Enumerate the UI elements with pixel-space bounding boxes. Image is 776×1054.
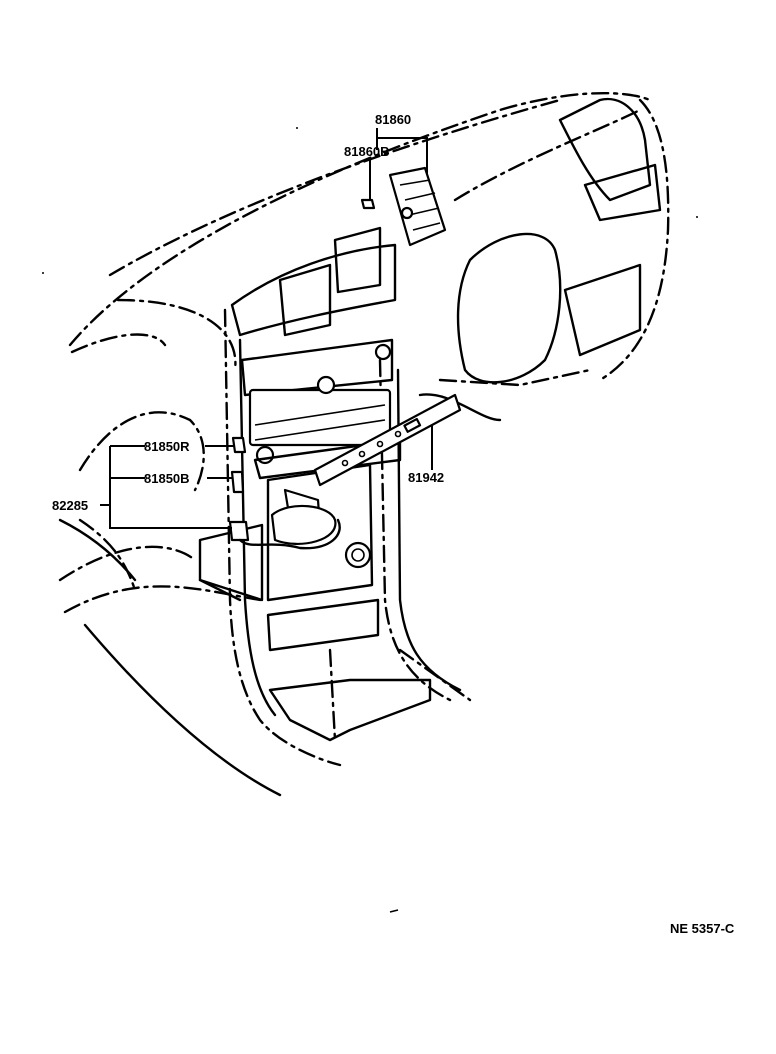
label-81860: 81860 bbox=[375, 112, 411, 127]
specks bbox=[42, 127, 698, 913]
drawing-code: NE 5357-C bbox=[670, 921, 735, 936]
label-81860b: 81860B bbox=[344, 144, 390, 159]
bulb-socket-parts bbox=[228, 436, 341, 550]
dashboard-outline bbox=[58, 91, 652, 797]
label-82285: 82285 bbox=[52, 498, 88, 513]
part-labels: 81860 81860B 81850R 81850B 82285 81942 N… bbox=[52, 112, 735, 936]
label-81850r: 81850R bbox=[144, 439, 190, 454]
switch-assembly-81860 bbox=[360, 166, 447, 247]
dashboard-right bbox=[278, 97, 670, 422]
label-81942: 81942 bbox=[408, 470, 444, 485]
label-81850b: 81850B bbox=[144, 471, 190, 486]
heater-control-panel bbox=[313, 393, 462, 487]
center-console bbox=[198, 243, 472, 767]
leader-lines bbox=[100, 128, 433, 529]
